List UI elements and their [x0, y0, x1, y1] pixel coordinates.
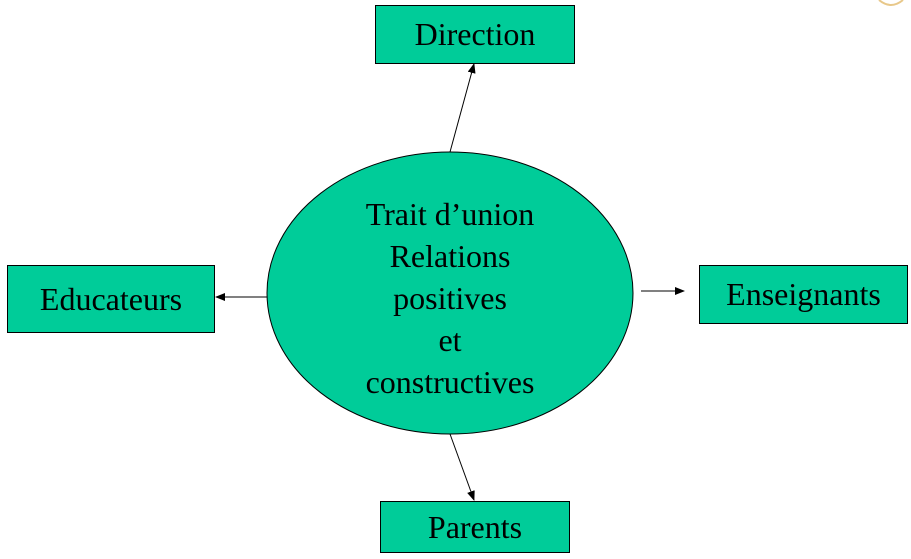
- center-label: Trait d’union Relations positives et con…: [300, 193, 600, 403]
- parents-box: Parents: [380, 501, 570, 553]
- enseignants-label: Enseignants: [726, 276, 881, 312]
- enseignants-box: Enseignants: [699, 265, 908, 324]
- center-line-2: Relations: [389, 238, 511, 274]
- educateurs-label: Educateurs: [39, 280, 183, 317]
- educateurs-box: Educateurs: [7, 265, 215, 333]
- center-line-4: et: [438, 322, 462, 358]
- center-line-1: Trait d’union: [365, 196, 535, 232]
- center-line-5: constructives: [365, 364, 535, 400]
- arrow-to-parents: [449, 433, 475, 501]
- corner-decoration-icon: [878, 0, 904, 6]
- arrow-to-direction: [449, 63, 476, 153]
- center-line-3: positives: [393, 280, 507, 316]
- direction-box: Direction: [375, 5, 575, 64]
- parents-label: Parents: [427, 508, 523, 545]
- direction-label: Direction: [414, 16, 536, 52]
